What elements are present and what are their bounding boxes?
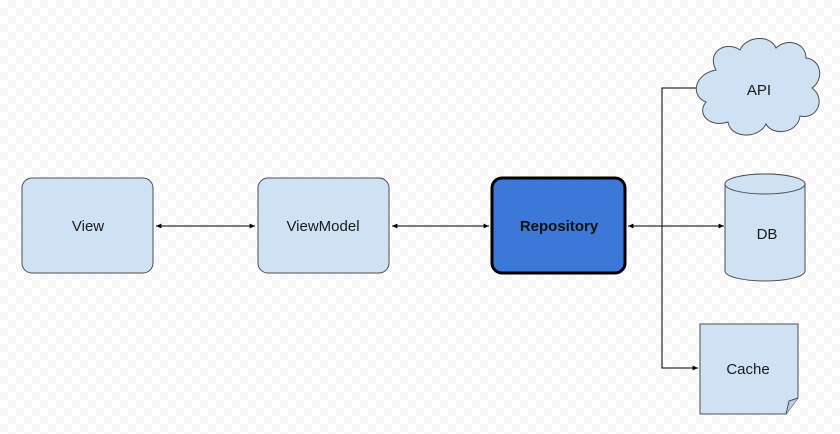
edge-repository-api xyxy=(661,85,702,226)
view-box xyxy=(21,177,154,274)
repository-label: Repository xyxy=(520,218,599,235)
repository-box xyxy=(490,176,627,275)
node-api: API xyxy=(695,38,821,136)
viewmodel-label: ViewModel xyxy=(286,218,359,235)
cache-label: Cache xyxy=(726,361,769,378)
database-top xyxy=(724,173,806,195)
db-label: DB xyxy=(757,226,778,243)
node-viewmodel: ViewModel xyxy=(257,177,390,274)
note-fold xyxy=(785,397,799,415)
api-label: API xyxy=(747,82,771,99)
cloud-icon xyxy=(695,38,821,136)
node-db: DB xyxy=(724,173,806,282)
node-repository: Repository xyxy=(490,176,627,275)
view-label: View xyxy=(72,218,104,235)
node-view: View xyxy=(21,177,154,274)
edge-repository-cache xyxy=(661,226,698,371)
node-cache: Cache xyxy=(699,323,799,415)
viewmodel-box xyxy=(257,177,390,274)
